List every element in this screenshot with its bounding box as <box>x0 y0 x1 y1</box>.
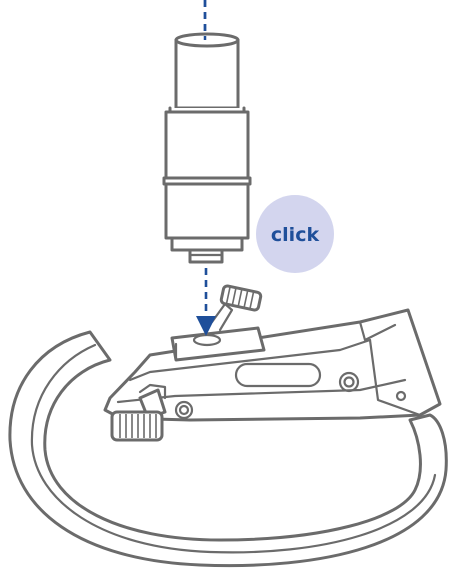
cylindrical-sensor <box>164 0 250 262</box>
receiver-thumbscrew <box>212 285 261 330</box>
click-label: click <box>271 224 320 246</box>
click-badge: click <box>256 195 334 273</box>
sensor-receiver <box>172 285 264 360</box>
insert-arrow-icon <box>196 268 216 336</box>
